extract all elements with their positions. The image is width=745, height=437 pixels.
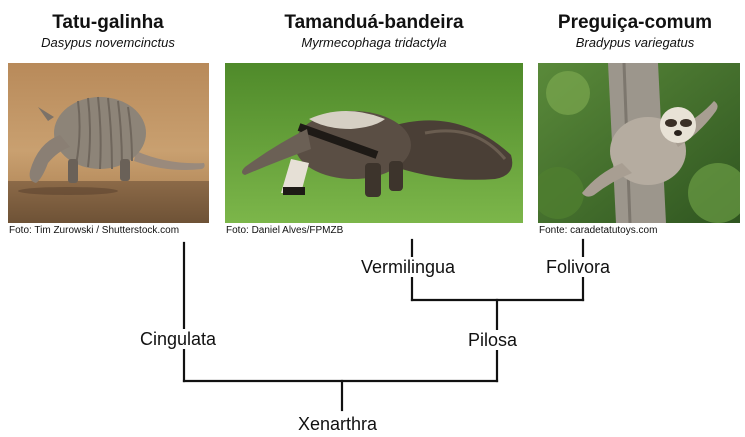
clade-label-xenarthra: Xenarthra xyxy=(296,414,379,434)
clade-label-folivora: Folivora xyxy=(544,257,612,277)
clade-label-vermilingua: Vermilingua xyxy=(359,257,457,277)
clade-label-pilosa: Pilosa xyxy=(466,330,519,350)
clade-label-cingulata: Cingulata xyxy=(138,329,218,349)
